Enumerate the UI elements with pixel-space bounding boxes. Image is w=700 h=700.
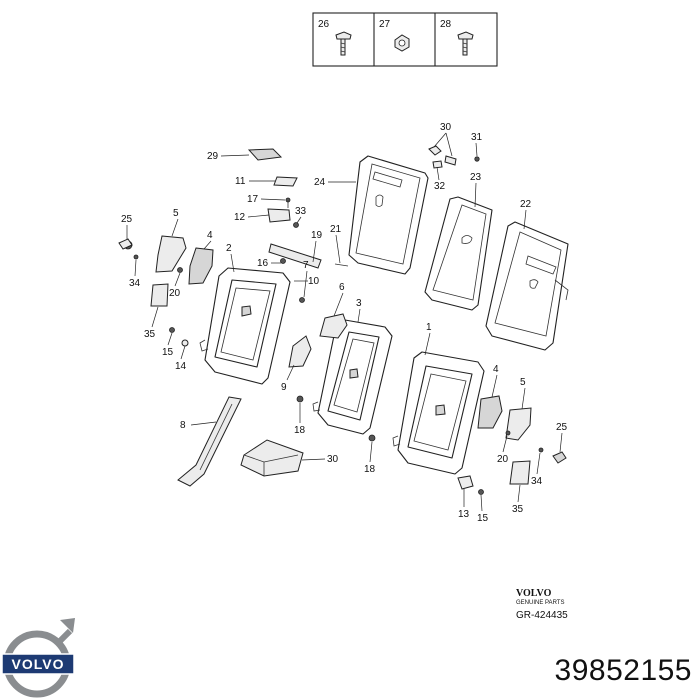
logo-text: VOLVO xyxy=(12,656,65,672)
callout-20-right: 20 xyxy=(497,454,509,465)
callout-18-mid: 18 xyxy=(364,464,376,475)
callout-2: 2 xyxy=(226,243,232,254)
callout-6: 6 xyxy=(339,282,345,293)
bracket-4-left xyxy=(188,247,214,285)
callout-31: 31 xyxy=(471,132,483,143)
stamp-code: GR-424435 xyxy=(516,610,568,621)
block-13 xyxy=(457,475,474,490)
callout-30-top: 30 xyxy=(440,122,452,133)
genuine-parts-stamp: VOLVO GENUINE PARTS GR-424435 xyxy=(516,588,568,621)
callout-25-right: 25 xyxy=(556,422,568,433)
handle-19 xyxy=(268,243,322,269)
callout-18-left: 18 xyxy=(294,425,306,436)
latch-29 xyxy=(247,148,283,161)
callout-21: 21 xyxy=(330,224,342,235)
callout-34-left: 34 xyxy=(129,278,141,289)
bolt-icon xyxy=(457,31,474,56)
callout-9: 9 xyxy=(281,382,287,393)
seat-frame-3 xyxy=(312,319,393,435)
nut-icon xyxy=(394,34,410,52)
callout-33: 33 xyxy=(295,206,307,217)
strap-8 xyxy=(177,396,242,487)
backrest-cover-24 xyxy=(348,155,429,275)
bracket-9 xyxy=(288,335,312,368)
callout-23: 23 xyxy=(470,172,482,183)
callout-30-lower: 30 xyxy=(327,454,339,465)
part-number: 39852155 xyxy=(554,654,692,687)
callout-7: 7 xyxy=(303,260,309,271)
callout-4-left: 4 xyxy=(207,230,213,241)
bracket-5-left xyxy=(155,235,187,273)
latch-11 xyxy=(273,176,298,187)
table-header-26: 26 xyxy=(318,19,330,30)
callout-13: 13 xyxy=(458,509,470,520)
fastener-table: 26 27 28 xyxy=(312,12,498,67)
callout-19: 19 xyxy=(311,230,323,241)
callout-17: 17 xyxy=(247,194,259,205)
bolt-icon xyxy=(335,31,352,56)
volvo-logo: VOLVO xyxy=(1,618,75,698)
seat-frame-1 xyxy=(392,351,485,475)
callout-35-right: 35 xyxy=(512,504,524,515)
callout-22: 22 xyxy=(520,199,532,210)
seat-frame-2 xyxy=(199,267,291,385)
callout-34-right: 34 xyxy=(531,476,543,487)
callout-5-right: 5 xyxy=(520,377,526,388)
backrest-cover-22 xyxy=(485,221,569,351)
callout-25-left: 25 xyxy=(121,214,133,225)
callout-15-right: 15 xyxy=(477,513,489,524)
cushion-30 xyxy=(240,439,304,477)
table-header-28: 28 xyxy=(440,19,452,30)
cap-35-left xyxy=(150,283,169,307)
callout-3: 3 xyxy=(356,298,362,309)
callout-11: 11 xyxy=(235,176,246,187)
callout-5-left: 5 xyxy=(173,208,179,219)
callout-15-left: 15 xyxy=(162,347,174,358)
callouts: 30 31 32 24 23 22 29 11 17 12 33 19 21 1… xyxy=(121,122,568,524)
clip-set-30 xyxy=(428,145,480,169)
bracket-4-right xyxy=(477,395,503,429)
callout-16: 16 xyxy=(257,258,269,269)
table-header-27: 27 xyxy=(379,19,391,30)
small-fasteners xyxy=(118,197,567,495)
bracket-6 xyxy=(319,313,348,339)
stamp-brand: VOLVO xyxy=(516,588,552,599)
stamp-subtitle: GENUINE PARTS xyxy=(516,600,564,606)
backrest-cover-23 xyxy=(424,196,493,311)
callout-24: 24 xyxy=(314,177,326,188)
bracket-5-right xyxy=(505,407,532,441)
callout-12: 12 xyxy=(234,212,246,223)
callout-8: 8 xyxy=(180,420,186,431)
callout-4-right: 4 xyxy=(493,364,499,375)
callout-20-left: 20 xyxy=(169,288,181,299)
callout-35-left: 35 xyxy=(144,329,156,340)
cap-35-right xyxy=(509,460,531,485)
callout-14: 14 xyxy=(175,361,187,372)
callout-1: 1 xyxy=(426,322,432,333)
cover-12 xyxy=(267,208,291,223)
callout-29: 29 xyxy=(207,151,219,162)
callout-32: 32 xyxy=(434,181,446,192)
callout-10: 10 xyxy=(308,276,320,287)
